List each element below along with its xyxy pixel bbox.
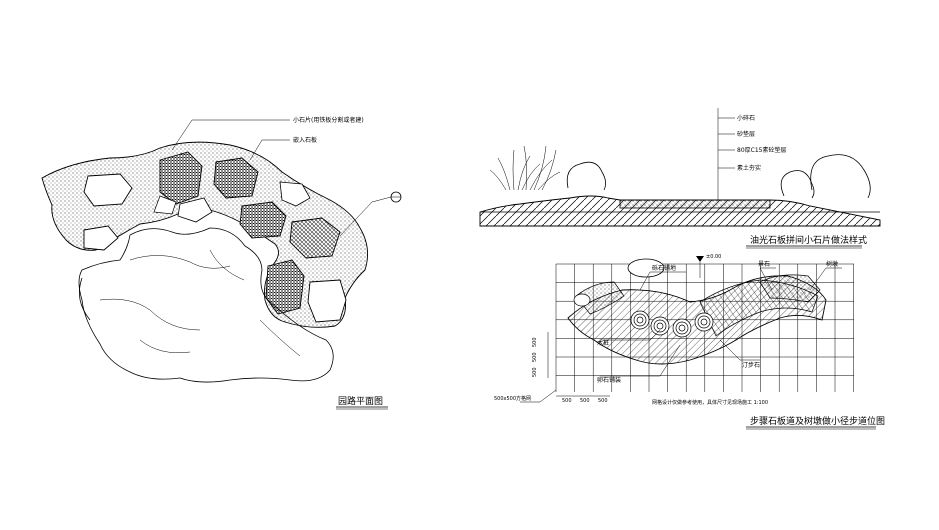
stump-ring (675, 321, 689, 335)
callout: 景石 (758, 261, 770, 268)
stump-ring (656, 322, 664, 330)
callout: 砾石铺地 (652, 264, 676, 272)
plan-title: 园路平面图 (338, 395, 383, 407)
dim: 500 (580, 398, 590, 404)
rock (627, 258, 665, 278)
callout: 树墩 (826, 260, 838, 268)
stone (159, 151, 203, 205)
section-view: 小碎石 砂垫层 80厚C15素砼垫层 素土夯实 油光石板拼间小石片做法样式 (479, 108, 881, 249)
vdim: 500 (532, 352, 538, 362)
vdim: 500 (532, 367, 538, 377)
stump-ring (700, 318, 708, 326)
elevation-label: ±0.00 (706, 254, 721, 260)
tree-stumps (630, 310, 714, 338)
callout: 木桩 (597, 339, 609, 347)
layout-view: 砾石铺地 景石 树墩 木桩 卵石铺装 汀步石 ±0.00 500 500 500… (494, 254, 885, 430)
pebble-note: 小石片(用铁板分割或者建) (293, 116, 364, 124)
stump-ring (633, 313, 647, 327)
shrub (810, 154, 871, 199)
grid-note: 500x500方格网 (494, 395, 531, 402)
layout-title: 步骤石板道及树墩做小径步道位图 (750, 415, 885, 427)
gravel-area (759, 274, 821, 303)
stone (83, 173, 133, 207)
stone (177, 197, 213, 223)
dim: 500 (562, 398, 572, 404)
callout: 汀步石 (742, 361, 760, 369)
stone (239, 201, 287, 239)
stump-ring (653, 319, 667, 333)
elevation-marker-icon (696, 256, 704, 262)
stone (153, 195, 177, 215)
layer-label: 80厚C15素砼垫层 (737, 146, 786, 154)
reed-plant (489, 145, 561, 191)
layer-label: 砂垫层 (737, 130, 755, 138)
stone (213, 157, 259, 199)
stump-ring (650, 316, 670, 336)
shrub (566, 161, 606, 191)
stone-note: 嵌入石板 (293, 136, 317, 144)
stone (83, 225, 119, 251)
stone (307, 279, 347, 323)
rock (573, 293, 591, 307)
ground-profile (479, 195, 881, 227)
shrub (780, 170, 815, 199)
vdim: 500 (532, 337, 538, 347)
layer-label: 素土夯实 (737, 164, 761, 172)
stump-ring (694, 312, 714, 332)
paving-strip (619, 199, 771, 209)
dim: 500 (598, 398, 608, 404)
stone (265, 259, 305, 315)
stone (289, 217, 341, 259)
layer-label: 小碎石 (737, 114, 755, 122)
stump-ring (636, 316, 644, 324)
stump-ring (678, 324, 686, 332)
gravel-area (575, 281, 625, 315)
stump-ring (697, 315, 711, 329)
callout: 卵石铺装 (597, 376, 621, 384)
layout-note: 网格设计仅做参考使用，具体尺寸见现场施工 1:100 (652, 399, 768, 406)
stone (279, 181, 311, 207)
stump-ring (672, 318, 692, 338)
plan-view: 小石片(用铁板分割或者建) 嵌入石板 园路平面图 (41, 116, 402, 410)
section-title: 油光石板拼间小石片做法样式 (750, 234, 867, 246)
stump-ring (630, 310, 650, 330)
